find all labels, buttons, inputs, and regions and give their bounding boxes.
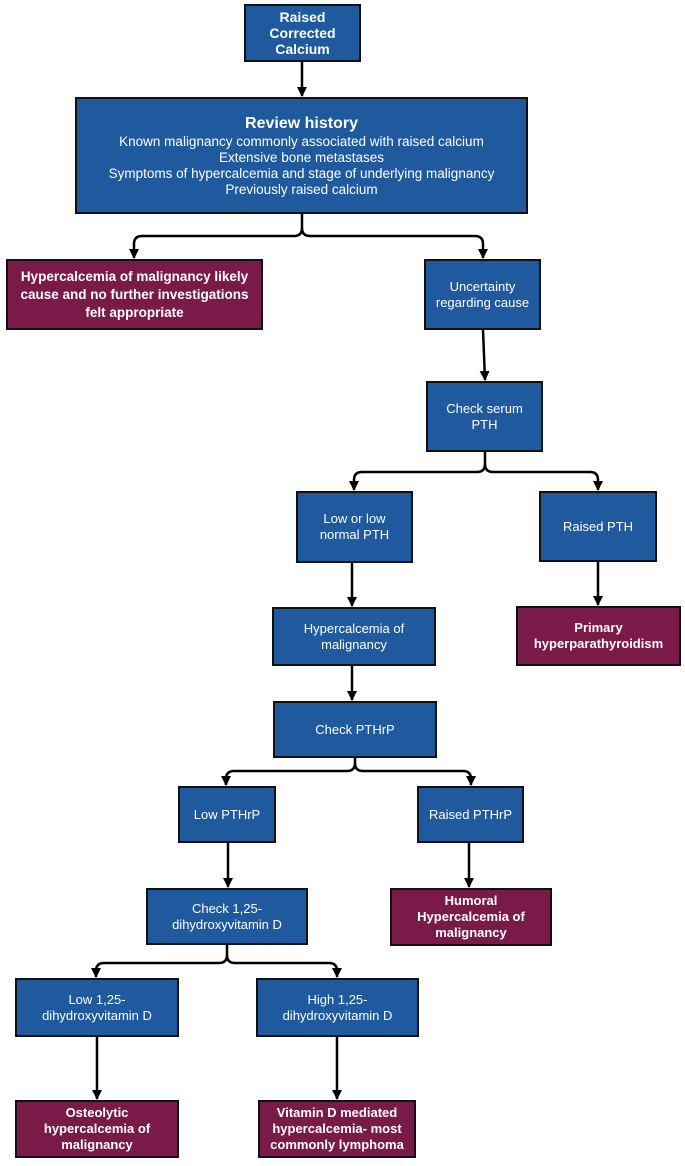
edge-checkvitd-to-highvitd [225, 954, 342, 978]
edge-uncertainty-to-checkpth [479, 329, 490, 381]
node-check-pthrp: Check PTHrP [273, 701, 437, 758]
node-text-line: malignancy [435, 925, 507, 940]
node-text-line: regarding cause [435, 294, 530, 310]
node-text-line: hypercalcemia of [43, 1121, 151, 1136]
node-text-line: dihydroxyvitamin D [172, 916, 282, 932]
node-high-dihydroxyvitamin-d: High 1,25- dihydroxyvitamin D [256, 978, 419, 1037]
node-low-pthrp: Low PTHrP [178, 786, 276, 843]
node-check-serum-pth: Check serum PTH [426, 381, 543, 452]
node-text-line: Low PTHrP [193, 806, 261, 822]
node-text-line: dihydroxyvitamin D [42, 1007, 152, 1023]
node-uncertainty: Uncertainty regarding cause [424, 259, 541, 330]
review-history-title: Review history [245, 114, 358, 132]
node-text-line: hyperparathyroidism [533, 636, 664, 651]
node-text-line: cause and no further investigations [20, 286, 249, 302]
node-review-history: Review history Known malignancy commonly… [75, 97, 528, 214]
node-malignancy-likely: Hypercalcemia of malignancy likely cause… [6, 259, 263, 330]
node-text-line: Raised [279, 9, 326, 25]
node-low-pth: Low or low normal PTH [296, 491, 413, 563]
node-osteolytic-hypercalcemia: Osteolytic hypercalcemia of malignancy [15, 1100, 179, 1158]
node-text-line: Check PTHrP [315, 721, 395, 737]
node-text-line: malignancy [321, 636, 387, 652]
node-text-line: Calcium [275, 41, 330, 57]
node-text-line: Corrected [269, 25, 336, 41]
node-primary-hyperparathyroidism: Primary hyperparathyroidism [516, 606, 681, 666]
node-text-line: hypercalcemia- most [272, 1121, 402, 1136]
node-text-line: Primary [574, 620, 623, 635]
node-text-line: Low or low [323, 511, 386, 526]
node-check-dihydroxyvitamin-d: Check 1,25- dihydroxyvitamin D [146, 888, 308, 945]
review-history-item: Previously raised calcium [225, 181, 378, 197]
node-text-line: Low 1,25- [68, 991, 126, 1007]
node-text-line: commonly lymphoma [270, 1137, 404, 1152]
node-text-line: Hypercalcemia of [303, 620, 405, 636]
edge-checkpth-to-raisedpth [483, 463, 603, 491]
node-text-line: Raised PTHrP [428, 806, 513, 822]
node-low-dihydroxyvitamin-d: Low 1,25- dihydroxyvitamin D [15, 978, 179, 1037]
edge-checkpthrp-to-lowpthrp [221, 758, 357, 786]
node-text-line: PTH [471, 416, 498, 432]
node-text-line: Hypercalcemia of malignancy likely [20, 268, 249, 284]
review-history-item: Extensive bone metastases [218, 149, 385, 165]
node-raised-pth: Raised PTH [539, 491, 657, 562]
node-raised-pthrp: Raised PTHrP [417, 786, 524, 843]
edge-checkpth-to-lowpth [349, 452, 487, 491]
node-text-line: Hypercalcemia of [417, 909, 525, 924]
node-raised-corrected-calcium: Raised Corrected Calcium [244, 4, 361, 62]
edge-review-to-uncertainty [300, 227, 488, 259]
node-text-line: Uncertainty [449, 278, 516, 294]
node-hypercalcemia-of-malignancy: Hypercalcemia of malignancy [272, 607, 436, 666]
node-text-line: felt appropriate [85, 304, 184, 320]
edge-review-to-likely [129, 214, 304, 259]
node-humoral-hypercalcemia: Humoral Hypercalcemia of malignancy [390, 888, 552, 946]
node-text-line: Osteolytic [65, 1105, 129, 1120]
node-text-line: Vitamin D mediated [276, 1105, 398, 1120]
node-text-line: Raised PTH [562, 518, 634, 534]
edge-checkvitd-to-lowvitd [91, 945, 229, 978]
node-vitamin-d-mediated: Vitamin D mediated hypercalcemia- most c… [258, 1100, 416, 1158]
node-text-line: Check 1,25- [191, 900, 263, 916]
review-history-item: Known malignancy commonly associated wit… [119, 133, 484, 149]
review-history-item: Symptoms of hypercalcemia and stage of u… [108, 165, 495, 181]
node-text-line: normal PTH [319, 527, 390, 542]
edge-checkpthrp-to-raisedpthrp [353, 762, 476, 786]
node-text-line: Humoral [444, 893, 498, 908]
node-text-line: malignancy [61, 1137, 133, 1152]
node-text-line: dihydroxyvitamin D [282, 1007, 393, 1023]
node-text-line: Check serum [446, 400, 523, 416]
node-text-line: High 1,25- [307, 991, 368, 1007]
